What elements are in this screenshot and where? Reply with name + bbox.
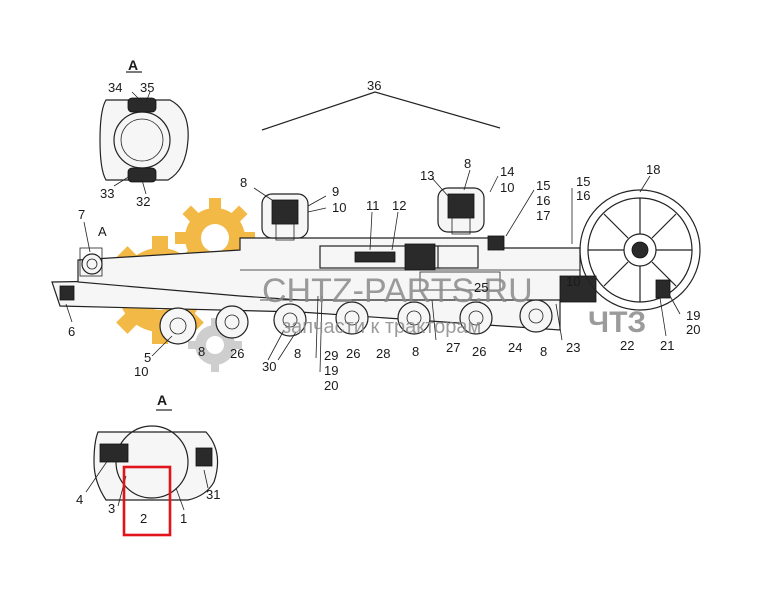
callout: 31 xyxy=(206,487,220,502)
callout: 10 xyxy=(332,200,346,215)
callout: 23 xyxy=(566,340,580,355)
callout: 8 xyxy=(412,344,419,359)
callout: 19 xyxy=(686,308,700,323)
callout: 14 xyxy=(500,164,514,179)
callout: 15 xyxy=(536,178,550,193)
carrier-roller-right xyxy=(437,187,485,235)
callout: 26 xyxy=(230,346,244,361)
callout: 29 xyxy=(324,348,338,363)
callout: 32 xyxy=(136,194,150,209)
callout: 8 xyxy=(198,344,205,359)
watermark: CHTZ-PARTS.RU запчасти к тракторам ЧТЗ xyxy=(262,272,646,339)
callout: 8 xyxy=(294,346,301,361)
watermark-brand: ЧТЗ xyxy=(588,306,646,339)
callout: 17 xyxy=(536,208,550,223)
callout: 15 xyxy=(576,174,590,189)
callout: 4 xyxy=(76,492,83,507)
section-label-top: A xyxy=(128,57,138,73)
callout: 2 xyxy=(140,511,147,526)
callout: 25 xyxy=(474,280,488,295)
idler-wheel xyxy=(579,189,701,311)
callout: 9 xyxy=(332,184,339,199)
callout: 10 xyxy=(500,180,514,195)
detail-a-top xyxy=(99,71,189,195)
callout: 26 xyxy=(346,346,360,361)
carrier-roller-left xyxy=(261,193,309,241)
callout: 13 xyxy=(420,168,434,183)
callout: 6 xyxy=(68,324,75,339)
callout: 20 xyxy=(686,322,700,337)
section-label-bottom: A xyxy=(157,392,167,408)
highlight-box-callout-2 xyxy=(122,465,172,537)
callout: 7 xyxy=(78,207,85,222)
callout: 34 xyxy=(108,80,122,95)
callout-36-bracket xyxy=(261,91,501,131)
callout: 36 xyxy=(367,78,381,93)
callout: 19 xyxy=(324,363,338,378)
callout: 5 xyxy=(144,350,151,365)
callout: 33 xyxy=(100,186,114,201)
callout: 26 xyxy=(472,344,486,359)
callout: 10 xyxy=(566,274,580,289)
callout: 10 xyxy=(134,364,148,379)
callout: 8 xyxy=(240,175,247,190)
callout: 27 xyxy=(446,340,460,355)
callout: 11 xyxy=(366,198,380,213)
callout: 30 xyxy=(262,359,276,374)
callout: 8 xyxy=(464,156,471,171)
callout: 20 xyxy=(324,378,338,393)
track-frame xyxy=(51,235,597,331)
track-rollers xyxy=(159,299,553,345)
leader-lines xyxy=(65,169,681,373)
callout: 16 xyxy=(536,193,550,208)
callout: 35 xyxy=(140,80,154,95)
callout: 21 xyxy=(660,338,674,353)
callout: 22 xyxy=(620,338,634,353)
callout: 16 xyxy=(576,188,590,203)
watermark-site: CHTZ-PARTS.RU xyxy=(262,272,533,310)
callout: 18 xyxy=(646,162,660,177)
callout: 24 xyxy=(508,340,522,355)
watermark-tagline: запчасти к тракторам xyxy=(282,316,481,338)
callout: 28 xyxy=(376,346,390,361)
callouts: 34 35 33 32 36 8 9 10 11 12 13 8 14 10 1… xyxy=(68,78,700,526)
callout: 3 xyxy=(108,501,115,516)
callout: 8 xyxy=(540,344,547,359)
callout: 12 xyxy=(392,198,406,213)
detail-a-bottom xyxy=(85,409,219,511)
section-label-main: A xyxy=(98,224,107,239)
callout: 1 xyxy=(180,511,187,526)
